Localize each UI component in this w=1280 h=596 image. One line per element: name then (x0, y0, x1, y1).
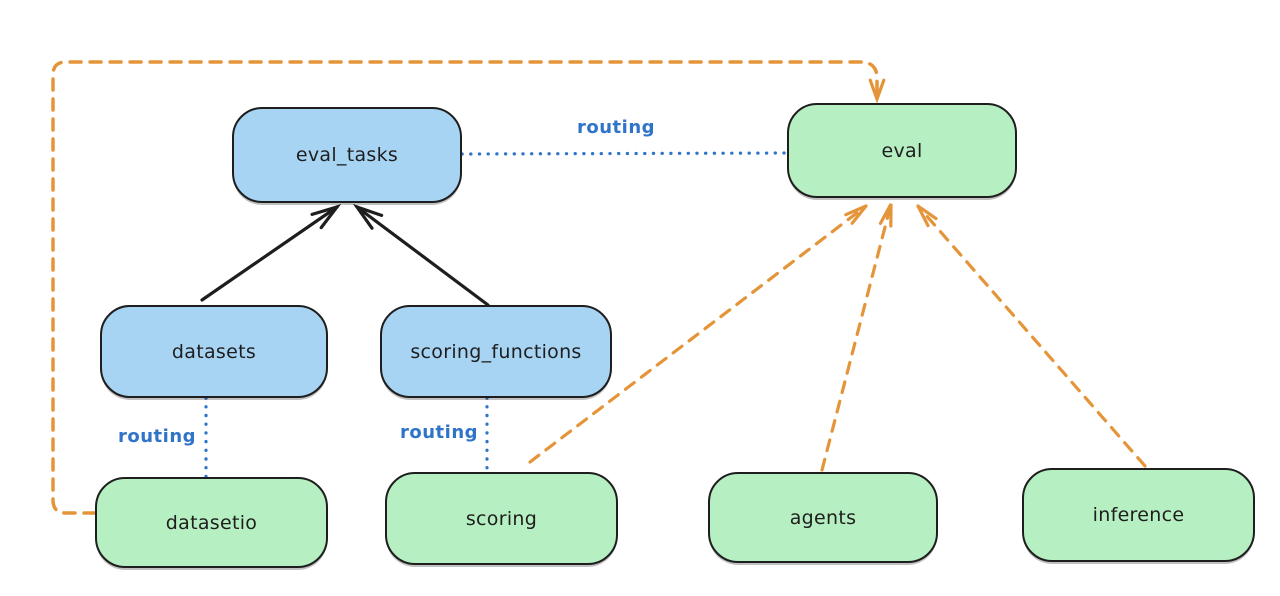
edge-datasetio-eval-arrowhead (868, 78, 886, 104)
edge-scoring_functions-eval_tasks (355, 205, 490, 307)
edge-datasets-eval_tasks-arrowhead (310, 204, 342, 230)
edge-inference-eval-arrowhead (916, 204, 938, 228)
edge-eval_tasks-eval (460, 151, 789, 156)
node-label: datasets (171, 340, 257, 363)
node-eval: eval (787, 103, 1017, 198)
node-label: eval_tasks (295, 144, 399, 166)
node-label: scoring (465, 507, 538, 530)
node-scoring: scoring (385, 472, 618, 565)
edge-datasets-eval_tasks (200, 205, 339, 302)
node-label: eval (881, 139, 923, 162)
edge-scoring_functions-eval_tasks-arrowhead (352, 203, 384, 230)
node-datasetio: datasetio (95, 477, 328, 568)
node-eval_tasks: eval_tasks (232, 107, 462, 203)
edge-scoring-eval-arrowhead (844, 204, 868, 225)
edge-label-routing-eval-tasks-eval: routing (576, 117, 656, 138)
node-scoring_functions: scoring_functions (380, 305, 612, 398)
edge-scoring-eval (528, 204, 868, 464)
edge-agents-eval-arrowhead (878, 203, 893, 228)
edge-datasetio-eval (51, 60, 879, 515)
node-label: inference (1092, 504, 1185, 526)
node-agents: agents (708, 472, 938, 563)
node-label: datasetio (165, 511, 258, 534)
node-label: agents (789, 506, 857, 529)
edge-label-routing-datasets-datasetio: routing (117, 426, 197, 447)
node-datasets: datasets (100, 305, 328, 398)
node-label: scoring_functions (410, 340, 582, 363)
edge-agents-eval (820, 202, 893, 472)
node-inference: inference (1022, 468, 1255, 562)
edge-inference-eval (916, 204, 1147, 468)
edge-label-routing-scoring-functions-scoring: routing (399, 422, 479, 443)
